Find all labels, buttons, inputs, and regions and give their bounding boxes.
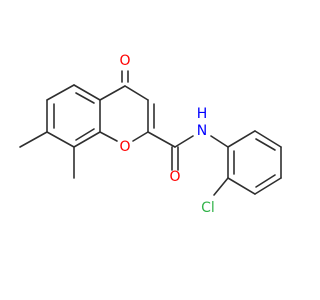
bond-c5-c6	[46, 84, 75, 101]
bond-c8-c8a	[73, 131, 101, 148]
bond-n-aryl	[210, 135, 229, 148]
atom-o-ketone: O	[119, 53, 130, 69]
bond-c4a-c5	[73, 84, 101, 101]
bond-ar-c3-c4	[254, 177, 282, 195]
atom-o-ring: O	[119, 139, 130, 155]
bond-c4a-c5-double	[75, 92, 95, 104]
bond-c8-c8a-double	[75, 128, 95, 141]
bond-carbonyl-n	[174, 135, 194, 148]
bond-c4-c4a	[99, 85, 126, 101]
bond-ar-c2-c3	[227, 177, 256, 195]
bond-ar-c5-c6-double	[255, 138, 276, 151]
bond-ar-c2-cl	[213, 177, 229, 196]
bond-c2-carbonyl-carbon	[147, 131, 176, 148]
bond-c7-methyl	[19, 131, 48, 148]
bond-o1-c8a	[99, 131, 118, 142]
bond-c7-c8	[46, 131, 75, 148]
atom-o-amide: O	[169, 169, 180, 185]
bond-ar-c5-c6	[254, 130, 282, 148]
atom-h-amide: H	[197, 106, 208, 122]
bond-c4-c3	[124, 85, 149, 101]
atom-labels: O O O N H Cl	[119, 53, 214, 216]
atom-chlorine: Cl	[201, 200, 215, 216]
bonds	[19, 70, 282, 196]
molecule-structure: O O O N H Cl	[19, 53, 282, 216]
atom-n-amide: N	[197, 123, 207, 139]
bond-ar-c3-c4-double	[255, 174, 276, 188]
bond-c2-o1	[132, 131, 149, 142]
bond-ar-c6-c1	[227, 130, 256, 148]
